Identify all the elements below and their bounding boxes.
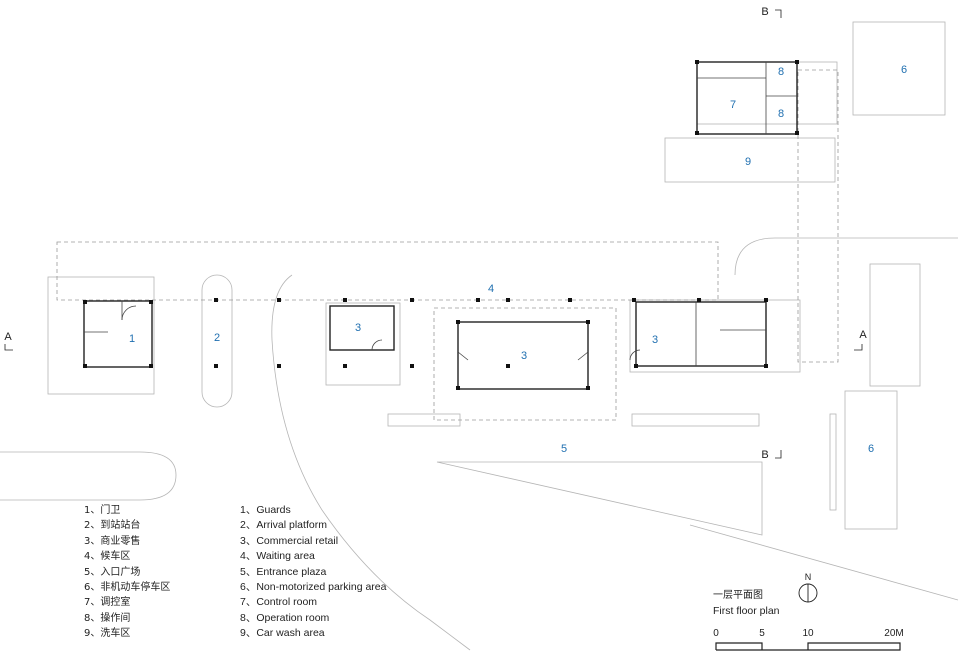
area-label-3-kiosk: 3 [355,322,361,334]
section-mark-b-top: B [761,6,768,18]
guard-house [83,300,153,368]
road-curve-south [271,274,471,651]
legend-cn-item: 9、洗车区 [84,628,131,640]
entrance-plaza-pad [436,461,763,536]
scale-tick-10: 10 [802,628,814,639]
plaza-bench-left [387,413,461,427]
area-label-8-low: 8 [778,108,784,120]
structural-columns [83,60,799,390]
legend-en-item: 6、Non-motorized parking area [240,581,387,594]
legend-cn-item: 3、商业零售 [84,535,141,547]
legend-en-item: 9、Car wash area [240,627,325,640]
plaza-bench-right [631,413,760,427]
bike-rack-strip [829,413,837,511]
area-label-7: 7 [730,99,736,111]
car-wash-pad [664,137,836,183]
north-arrow-icon: N [798,572,818,603]
area-label-6-top: 6 [901,64,907,76]
legend-cn-item: 8、操作间 [84,612,131,624]
area-label-1: 1 [129,333,135,345]
control-pad [696,61,838,125]
retail-kiosk [329,305,395,351]
plan-title-cn: 一层平面图 [713,590,763,601]
legend-cn-item: 1、门卫 [84,505,121,516]
legend-cn-item: 6、非机动车停车区 [84,582,171,594]
area-label-8-top: 8 [778,66,784,78]
legend-en-item: 1、Guards [240,504,291,516]
guard-pad [47,276,155,395]
scale-bar [715,642,901,651]
legend-cn-item: 2、到站站台 [84,520,141,532]
section-mark-a-left: A [4,331,12,343]
area-label-3-east: 3 [652,334,658,346]
arrival-platform-pad [201,274,233,408]
control-building [696,61,798,135]
area-label-6-low: 6 [868,443,874,455]
retail-hall [457,321,589,390]
bike-parking-top [852,21,946,116]
section-mark-a-right: A [859,329,867,341]
legend-en-item: 4、Waiting area [240,550,315,563]
area-label-2: 2 [214,332,220,344]
scale-tick-0: 0 [713,628,719,639]
road-edge-east [689,524,959,601]
area-label-5: 5 [561,443,567,455]
area-label-3-hall: 3 [521,350,527,362]
legend-cn-item: 5、入口广场 [84,566,141,578]
canopy-east-arm [797,69,839,363]
retail-pad-left [325,302,401,386]
legend-english: 1、Guards 2、Arrival platform 3、Commercial… [240,503,387,642]
legend-cn-item: 7、调控室 [84,597,131,609]
north-label: N [805,572,812,582]
road-curve-left [0,451,177,501]
legend-en-item: 2、Arrival platform [240,519,327,532]
legend-cn-item: 4、候车区 [84,551,131,563]
road-edge-upper [734,237,958,276]
scale-tick-5: 5 [759,628,765,639]
section-mark-b-bottom: B [761,449,768,461]
legend-en-item: 7、Control room [240,596,318,609]
waiting-canopy [56,241,719,301]
legend-en-item: 3、Commercial retail [240,534,339,547]
legend-en-item: 8、Operation room [240,611,330,624]
retail-canopy [433,307,617,421]
area-label-9: 9 [745,156,751,168]
bike-parking-low [844,390,898,530]
scale-tick-20m: 20M [884,628,904,639]
area-label-4: 4 [488,283,494,295]
bike-parking-mid [869,263,921,387]
plan-title-en: First floor plan [713,605,780,617]
legend-chinese: 1、门卫 2、到站站台 3、商业零售 4、候车区 5、入口广场 6、非机动车停车… [84,503,170,642]
legend-en-item: 5、Entrance plaza [240,565,327,578]
